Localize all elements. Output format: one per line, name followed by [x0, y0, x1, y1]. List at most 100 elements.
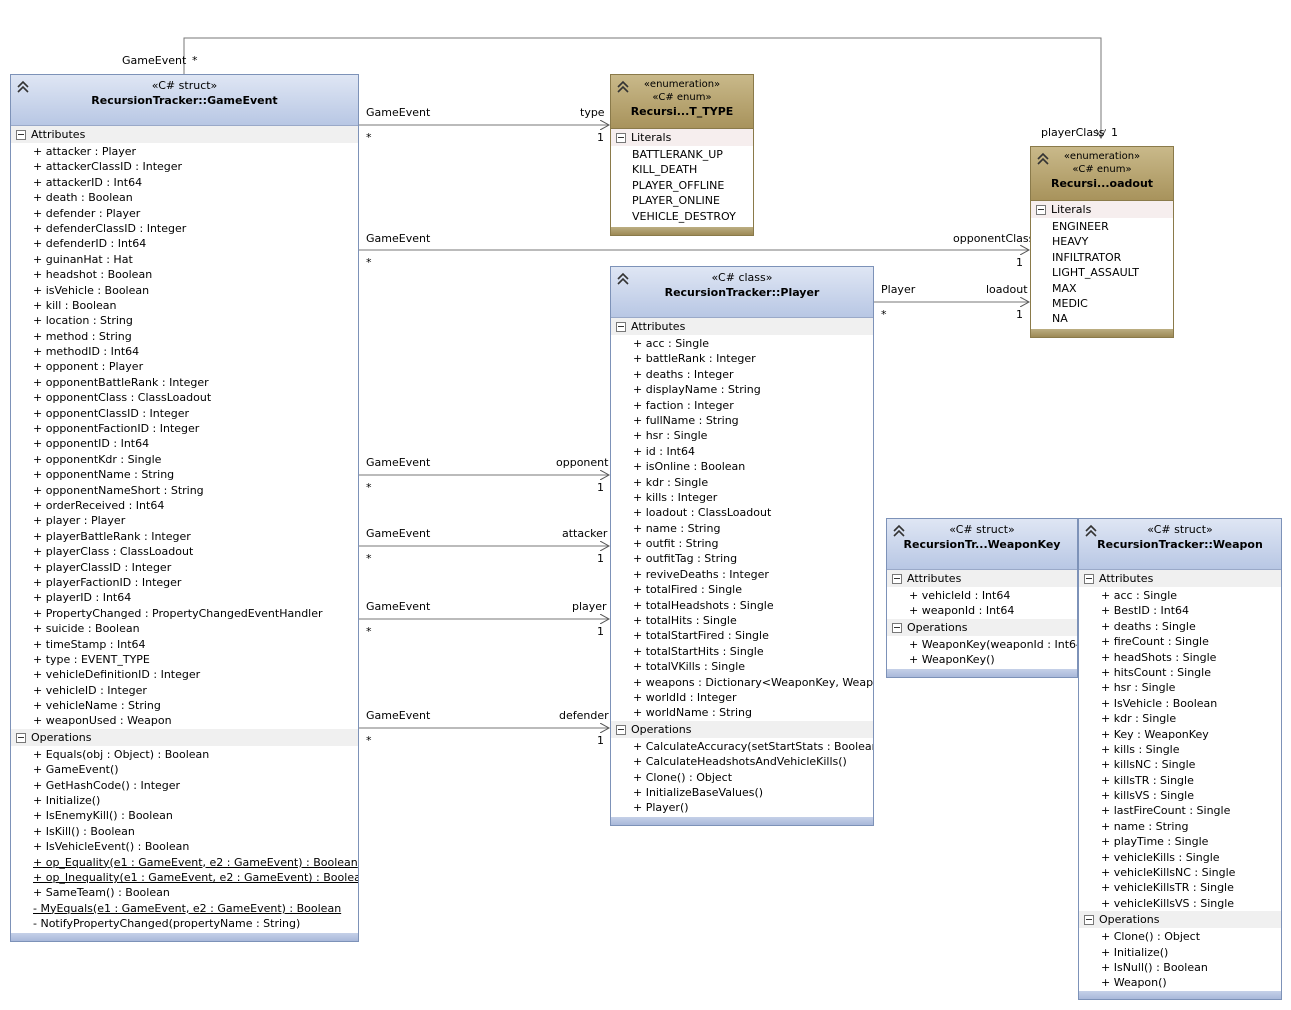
- operations-section-header[interactable]: Operations: [887, 618, 1077, 636]
- attribute-row[interactable]: + playTime : Single: [1101, 835, 1209, 849]
- collapse-minus-icon[interactable]: [616, 724, 626, 735]
- attribute-row[interactable]: + faction : Integer: [633, 398, 734, 412]
- literal-row[interactable]: MAX: [1052, 281, 1077, 295]
- literal-row[interactable]: VEHICLE_DESTROY: [632, 209, 736, 223]
- attribute-row[interactable]: + hitsCount : Single: [1101, 665, 1211, 679]
- operation-row-static[interactable]: - MyEquals(e1 : GameEvent, e2 : GameEven…: [33, 901, 342, 915]
- attribute-row[interactable]: + attackerID : Int64: [33, 175, 143, 189]
- attributes-section-header[interactable]: Attributes: [611, 318, 873, 335]
- operation-row[interactable]: - NotifyPropertyChanged(propertyName : S…: [33, 917, 301, 931]
- attribute-row[interactable]: + reviveDeaths : Integer: [633, 567, 769, 581]
- collapse-chevron-icon[interactable]: [16, 80, 30, 94]
- attribute-row[interactable]: + vehicleKillsNC : Single: [1101, 866, 1236, 880]
- attribute-row[interactable]: + vehicleName : String: [33, 699, 161, 713]
- class-loadout-enum[interactable]: «enumeration» «C# enum» Recursi...oadout…: [1030, 146, 1174, 338]
- collapse-minus-icon[interactable]: [1036, 205, 1046, 215]
- attribute-row[interactable]: + defenderClassID : Integer: [33, 221, 187, 235]
- attribute-row[interactable]: + battleRank : Integer: [633, 352, 756, 366]
- attribute-row[interactable]: + vehicleID : Integer: [33, 683, 147, 697]
- attribute-row[interactable]: + attacker : Player: [33, 145, 137, 158]
- attribute-row[interactable]: + headShots : Single: [1101, 650, 1217, 664]
- operation-row-static[interactable]: + op_Equality(e1 : GameEvent, e2 : GameE…: [33, 855, 358, 869]
- attribute-row[interactable]: + killsTR : Single: [1101, 773, 1194, 787]
- attribute-row[interactable]: + PropertyChanged : PropertyChangedEvent…: [33, 606, 323, 620]
- attribute-row[interactable]: + deaths : Single: [1101, 619, 1196, 633]
- player-class[interactable]: «C# class» RecursionTracker::Player Attr…: [610, 266, 874, 826]
- operation-row[interactable]: + WeaponKey(): [909, 653, 995, 667]
- operation-row[interactable]: + SameTeam() : Boolean: [33, 886, 170, 900]
- literals-section-header[interactable]: Literals: [1031, 201, 1173, 218]
- weaponkey-struct[interactable]: «C# struct» RecursionTr...WeaponKey Attr…: [886, 518, 1078, 678]
- literal-row[interactable]: INFILTRATOR: [1052, 250, 1122, 264]
- attribute-row[interactable]: + playerID : Int64: [33, 591, 132, 605]
- attribute-row[interactable]: + Key : WeaponKey: [1101, 727, 1209, 741]
- attribute-row[interactable]: + lastFireCount : Single: [1101, 804, 1231, 818]
- collapse-minus-icon[interactable]: [16, 732, 26, 743]
- operation-row[interactable]: + GetHashCode() : Integer: [33, 778, 181, 792]
- attribute-row[interactable]: + method : String: [33, 329, 132, 343]
- attribute-row[interactable]: + worldId : Integer: [633, 690, 737, 704]
- attribute-row[interactable]: + defenderID : Int64: [33, 237, 147, 251]
- attribute-row[interactable]: + vehicleDefinitionID : Integer: [33, 668, 201, 682]
- operation-row[interactable]: + IsKill() : Boolean: [33, 824, 135, 838]
- attribute-row[interactable]: + kill : Boolean: [33, 298, 117, 312]
- attribute-row[interactable]: + opponentID : Int64: [33, 437, 150, 451]
- collapse-chevron-icon[interactable]: [616, 272, 630, 286]
- operation-row[interactable]: + Clone() : Object: [1101, 930, 1201, 944]
- literal-row[interactable]: PLAYER_OFFLINE: [632, 178, 725, 192]
- collapse-minus-icon[interactable]: [16, 130, 26, 140]
- attribute-row[interactable]: + attackerClassID : Integer: [33, 160, 183, 174]
- attribute-row[interactable]: + IsVehicle : Boolean: [1101, 696, 1218, 710]
- attribute-row[interactable]: + fireCount : Single: [1101, 635, 1209, 649]
- attribute-row[interactable]: + deaths : Integer: [633, 367, 734, 381]
- attributes-section-header[interactable]: Attributes: [11, 126, 358, 143]
- attribute-row[interactable]: + totalHeadshots : Single: [633, 598, 774, 612]
- attribute-row[interactable]: + defender : Player: [33, 206, 141, 220]
- operation-row[interactable]: + CalculateHeadshotsAndVehicleKills(): [633, 755, 847, 769]
- literals-section-header[interactable]: Literals: [611, 129, 753, 146]
- attribute-row[interactable]: + opponentClassID : Integer: [33, 406, 190, 420]
- attribute-row[interactable]: + guinanHat : Hat: [33, 252, 133, 266]
- attribute-row[interactable]: + totalHits : Single: [633, 614, 737, 628]
- literal-row[interactable]: NA: [1052, 312, 1068, 326]
- attribute-row[interactable]: + hsr : Single: [633, 429, 708, 443]
- literal-row[interactable]: MEDIC: [1052, 296, 1088, 310]
- attribute-row[interactable]: + methodID : Int64: [33, 345, 140, 359]
- attribute-row[interactable]: + kills : Single: [1101, 742, 1180, 756]
- attribute-row[interactable]: + worldName : String: [633, 706, 752, 720]
- attribute-row[interactable]: + headshot : Boolean: [33, 268, 153, 282]
- attribute-row[interactable]: + orderReceived : Int64: [33, 498, 165, 512]
- attribute-row[interactable]: + vehicleKillsVS : Single: [1101, 896, 1235, 910]
- operation-row[interactable]: + Initialize(): [1101, 945, 1169, 959]
- operation-row[interactable]: + IsNull() : Boolean: [1101, 960, 1208, 974]
- operations-section-header[interactable]: Operations: [1079, 911, 1281, 929]
- collapse-minus-icon[interactable]: [1084, 915, 1094, 926]
- attribute-row[interactable]: + death : Boolean: [33, 191, 133, 205]
- collapse-minus-icon[interactable]: [616, 322, 626, 332]
- attribute-row[interactable]: + weaponUsed : Weapon: [33, 714, 172, 728]
- attribute-row[interactable]: + totalFired : Single: [633, 583, 742, 597]
- attribute-row[interactable]: + kdr : Single: [633, 475, 709, 489]
- collapse-chevron-icon[interactable]: [1036, 152, 1050, 166]
- attribute-row[interactable]: + fullName : String: [633, 413, 739, 427]
- attribute-row[interactable]: + name : String: [633, 521, 721, 535]
- operation-row[interactable]: + Equals(obj : Object) : Boolean: [33, 747, 210, 761]
- attribute-row[interactable]: + suicide : Boolean: [33, 622, 140, 636]
- attribute-row[interactable]: + kdr : Single: [1101, 712, 1177, 726]
- attribute-row[interactable]: + isVehicle : Boolean: [33, 283, 150, 297]
- attribute-row[interactable]: + loadout : ClassLoadout: [633, 506, 772, 520]
- operations-section-header[interactable]: Operations: [611, 720, 873, 738]
- operation-row[interactable]: + Weapon(): [1101, 976, 1167, 990]
- player-header[interactable]: «C# class» RecursionTracker::Player: [611, 267, 873, 318]
- literal-row[interactable]: HEAVY: [1052, 235, 1089, 249]
- attribute-row[interactable]: + id : Int64: [633, 444, 695, 458]
- operation-row[interactable]: + Initialize(): [33, 794, 101, 808]
- attribute-row[interactable]: + totalVKills : Single: [633, 660, 746, 674]
- attribute-row[interactable]: + opponentNameShort : String: [33, 483, 204, 497]
- operation-row[interactable]: + InitializeBaseValues(): [633, 785, 764, 799]
- attribute-row[interactable]: + vehicleKillsTR : Single: [1101, 881, 1234, 895]
- operation-row[interactable]: + IsEnemyKill() : Boolean: [33, 809, 173, 823]
- attribute-row[interactable]: + vehicleId : Int64: [909, 589, 1011, 602]
- collapse-chevron-icon[interactable]: [616, 80, 630, 94]
- attribute-row[interactable]: + playerClass : ClassLoadout: [33, 545, 194, 559]
